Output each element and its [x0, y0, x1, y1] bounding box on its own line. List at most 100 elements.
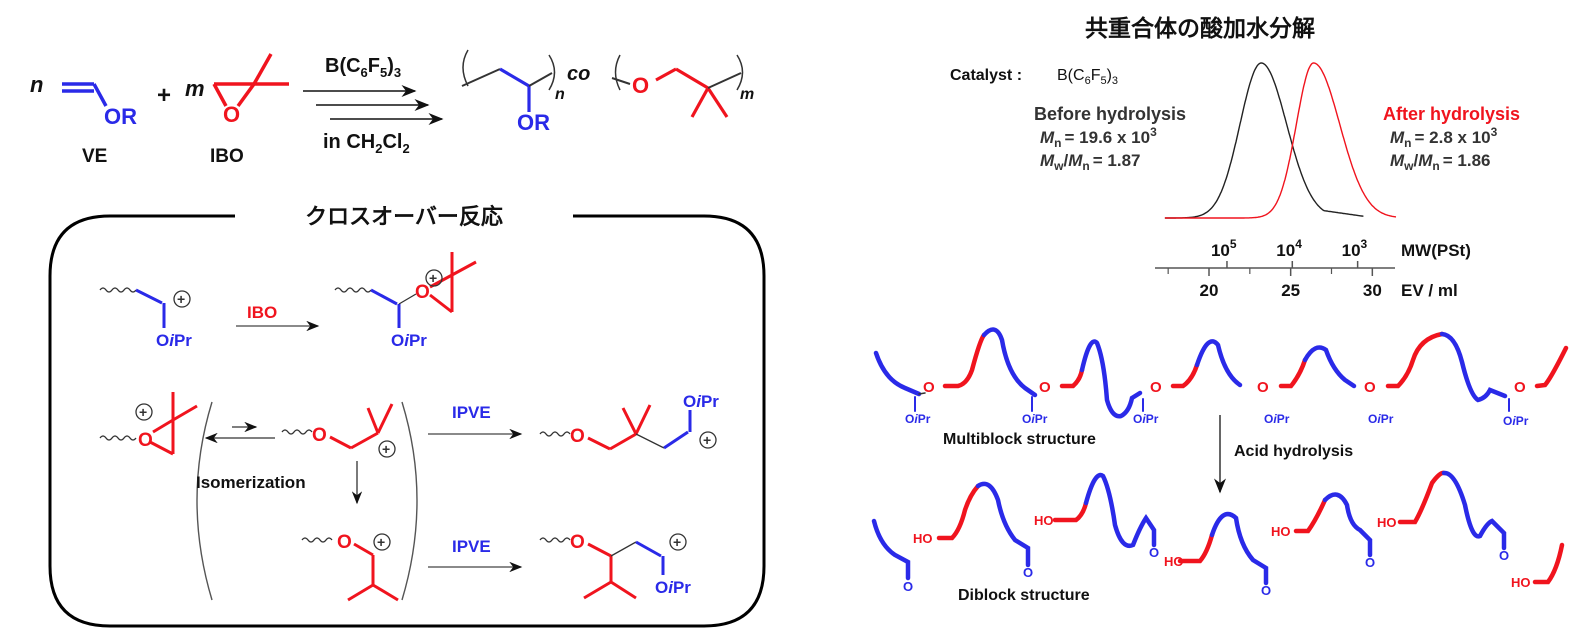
hydrolysis-panel: 共重合体の酸加水分解 Catalyst : B(C6F5)3 Before hy…	[950, 15, 1520, 300]
oipr-group: OiPr	[1133, 412, 1159, 426]
gpc-curves	[1164, 62, 1397, 219]
multiblock-label: Multiblock structure	[943, 431, 1096, 448]
oxonium-adduct-structure: O + OiPr	[334, 252, 477, 350]
copolymerization-scheme: n OR VE + m O IBO B(C6F5)3 in CH2Cl2	[30, 49, 754, 167]
ev-axis-label: EV / ml	[1401, 281, 1458, 300]
plus-sign: +	[157, 82, 171, 109]
ev-tick-label: 20	[1200, 281, 1219, 300]
acid-hydrolysis-label: Acid hydrolysis	[1234, 443, 1353, 460]
svg-text:O: O	[923, 379, 935, 396]
multiblock-labels: O O O O O O OiPr OiPr OiPr OiPr OiPr OiP…	[905, 379, 1529, 448]
svg-text:O: O	[1514, 379, 1526, 396]
cation-charge-icon	[373, 533, 391, 551]
mw-tick-label: 103	[1342, 237, 1368, 260]
ibo-structure	[212, 53, 289, 108]
cation-charge-icon	[699, 431, 717, 449]
before-mn: Mn= 19.6 x 103	[1040, 125, 1157, 150]
catalyst-caption: Catalyst :	[950, 67, 1022, 84]
ipve-label-1: IPVE	[452, 403, 491, 422]
ibo-coefficient: m	[185, 76, 205, 101]
gpc-axis-ticks: 20 25 30 105 104 103	[1167, 237, 1382, 300]
hydroxyl-end: HO	[1271, 524, 1291, 539]
before-label: Before hydrolysis	[1034, 104, 1186, 124]
panel-border	[48, 214, 766, 628]
crossover-reaction-panel: クロスオーバー反応 + OiPr IBO O + OiPr	[48, 204, 766, 628]
svg-text:O: O	[1499, 548, 1509, 563]
cation-charge-icon	[173, 290, 191, 308]
svg-text:O: O	[570, 426, 585, 447]
crossover-title: クロスオーバー反応	[305, 204, 503, 230]
diblock-labels: O O O O O O HO HO HO HO HO HO Diblock st…	[903, 513, 1531, 604]
secondary-cation-structure: O +	[301, 532, 399, 602]
svg-text:O: O	[1023, 565, 1033, 580]
cation-charge-icon	[135, 403, 153, 421]
svg-text:O: O	[903, 579, 913, 594]
hydrolysis-title: 共重合体の酸加水分解	[1085, 15, 1315, 42]
cation-charge-icon	[378, 440, 396, 458]
hydroxyl-end: HO	[1377, 515, 1397, 530]
mw-tick-label: 105	[1211, 237, 1237, 260]
before-pdi: Mw/Mn= 1.87	[1040, 151, 1141, 173]
ev-tick-label: 30	[1363, 281, 1382, 300]
svg-text:O: O	[1149, 545, 1159, 560]
svg-text:+: +	[382, 441, 390, 457]
ibo-label: IBO	[210, 146, 244, 167]
after-pdi: Mw/Mn= 1.86	[1390, 151, 1491, 173]
gpc-trace-before	[1164, 62, 1364, 219]
svg-text:O: O	[312, 425, 327, 446]
product-or-group: OR	[517, 110, 550, 135]
copolymer-structure	[461, 49, 744, 118]
oipr-group: OiPr	[1264, 412, 1290, 426]
svg-text:O: O	[337, 532, 352, 553]
oipr-group: OiPr	[391, 331, 427, 350]
hydroxyl-end: HO	[1164, 554, 1184, 569]
gpc-chart: 20 25 30 105 104 103 EV / ml MW(PSt)	[1155, 62, 1471, 300]
ve-coefficient: n	[30, 72, 43, 97]
ibo-reagent-label: IBO	[247, 303, 277, 322]
oipr-group: OiPr	[683, 392, 719, 411]
catalyst-label: B(C6F5)3	[325, 55, 401, 80]
before-hydrolysis-legend: Before hydrolysis Mn= 19.6 x 103 Mw/Mn= …	[1034, 104, 1186, 173]
svg-text:+: +	[177, 291, 185, 307]
oipr-group: OiPr	[905, 412, 931, 426]
oipr-group: OiPr	[655, 578, 691, 597]
copolymer-co-label: co	[567, 63, 590, 85]
after-hydrolysis-legend: After hydrolysis Mn= 2.8 x 103 Mw/Mn= 1.…	[1383, 104, 1520, 173]
ve-or-group: OR	[104, 104, 137, 129]
catalyst-formula: B(C6F5)3	[1057, 67, 1118, 87]
oxonium-ring-structure: O +	[99, 392, 198, 456]
svg-text:O: O	[1261, 583, 1271, 598]
ipve-adduct-2-structure: O + OiPr	[539, 532, 691, 600]
gpc-trace-after	[1164, 62, 1397, 219]
ipve-adduct-1-structure: O + OiPr	[539, 392, 719, 451]
svg-text:O: O	[1150, 379, 1162, 396]
after-label: After hydrolysis	[1383, 104, 1520, 124]
product-ether-oxygen: O	[632, 73, 649, 98]
oipr-group: OiPr	[1368, 412, 1394, 426]
svg-text:O: O	[138, 430, 153, 451]
oipr-group: OiPr	[156, 331, 192, 350]
svg-text:O: O	[570, 532, 585, 553]
ev-tick-label: 25	[1281, 281, 1300, 300]
diblock-chains	[871, 470, 1565, 586]
solvent-label: in CH2Cl2	[323, 131, 410, 156]
isomerization-label: Isomerization	[196, 473, 306, 492]
svg-text:+: +	[673, 534, 681, 550]
left-bracket	[196, 401, 213, 601]
vinyl-ether-structure	[62, 82, 108, 107]
after-mn: Mn= 2.8 x 103	[1390, 125, 1498, 150]
svg-text:O: O	[1257, 379, 1269, 396]
svg-text:+: +	[139, 404, 147, 420]
mw-axis-label: MW(PSt)	[1401, 241, 1471, 260]
svg-text:O: O	[1364, 379, 1376, 396]
ibo-oxygen: O	[223, 102, 240, 127]
svg-text:O: O	[1039, 379, 1051, 396]
multiblock-chain	[873, 327, 1569, 419]
vinyl-cation-structure: + OiPr	[99, 287, 192, 350]
product-n-subscript: n	[555, 86, 565, 103]
svg-text:+: +	[377, 534, 385, 550]
hydroxyl-end: HO	[1511, 575, 1531, 590]
tertiary-cation-structure: O +	[281, 403, 396, 458]
mw-tick-label: 104	[1276, 237, 1302, 260]
